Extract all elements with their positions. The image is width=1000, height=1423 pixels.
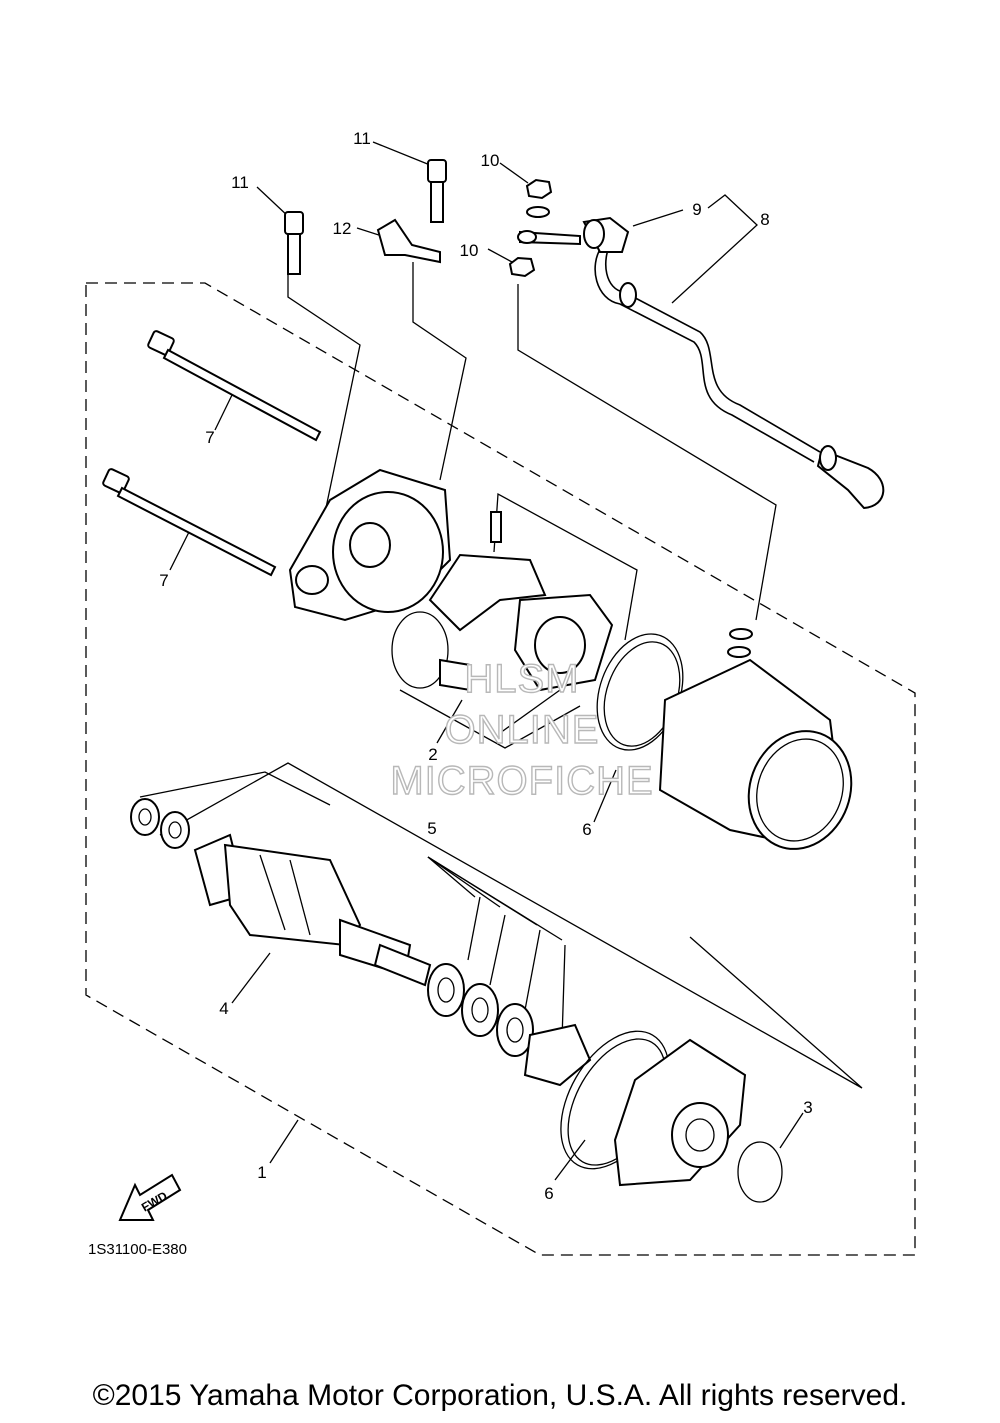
- bolts-and-bracket: [284, 159, 447, 275]
- callout-11-lower: 11: [231, 173, 249, 192]
- callout-8: 8: [760, 210, 769, 229]
- watermark-line-3: MICROFICHE: [390, 759, 653, 803]
- callout-5: 5: [427, 819, 436, 838]
- callout-2: 2: [428, 745, 437, 764]
- callout-12: 12: [333, 219, 352, 238]
- figure-code: 1S31100-E380: [88, 1241, 187, 1258]
- callout-4: 4: [219, 999, 228, 1018]
- callout-10-lower: 10: [460, 241, 479, 260]
- watermark-line-2: ONLINE: [445, 708, 600, 752]
- shim-washers: [427, 963, 592, 1087]
- front-cover: [288, 468, 452, 622]
- rear-cover: [560, 1030, 783, 1203]
- callout-labels: 1 2 3 4 5 6 6 7 7 8 9 10 10 11 11 12: [159, 129, 812, 1203]
- watermark: HLSM ONLINE MICROFICHE: [390, 656, 654, 803]
- yoke-housing: [596, 633, 853, 850]
- callout-3: 3: [803, 1098, 812, 1117]
- through-bolts: [102, 330, 322, 577]
- callout-7-lower: 7: [159, 571, 168, 590]
- callout-7-upper: 7: [205, 428, 214, 447]
- nuts-washers: [508, 178, 753, 658]
- copyright-footer: ©2015 Yamaha Motor Corporation, U.S.A. A…: [93, 1379, 908, 1412]
- callout-6-upper: 6: [582, 820, 591, 839]
- callout-11-upper: 11: [353, 129, 371, 148]
- callout-9: 9: [692, 200, 701, 219]
- callout-10-upper: 10: [481, 151, 500, 170]
- fwd-arrow-icon: FWD: [118, 1173, 182, 1221]
- assembly-boundary: [85, 282, 916, 1256]
- armature: [193, 833, 432, 987]
- callout-1: 1: [257, 1163, 266, 1182]
- callout-6-lower: 6: [544, 1184, 553, 1203]
- brush-holder: [391, 511, 614, 692]
- leader-lines: [139, 141, 863, 1181]
- armature-washers: [130, 798, 190, 849]
- starter-cable: [517, 216, 885, 510]
- watermark-line-1: HLSM: [464, 657, 579, 701]
